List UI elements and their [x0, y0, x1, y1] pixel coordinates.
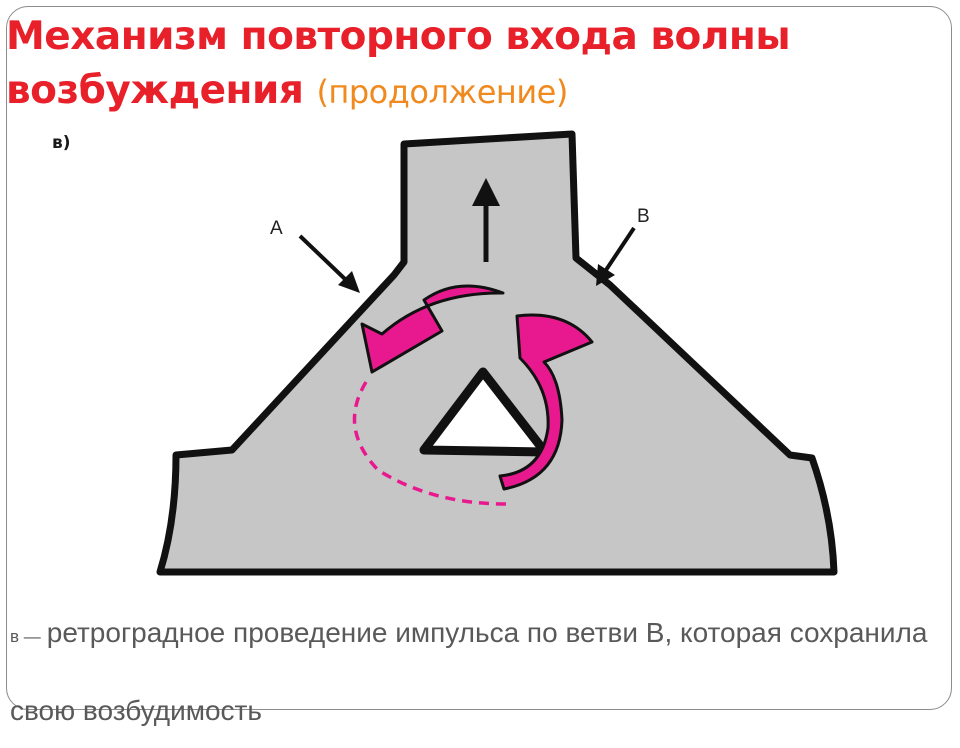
caption-text: ретроградное проведение импульса по ветв… — [10, 617, 928, 726]
branch-b-arrow — [596, 226, 636, 286]
title-main: Механизм повторного входа волны возбужде… — [6, 14, 791, 113]
slide-frame — [6, 6, 952, 710]
upward-conduction-arrow — [472, 178, 500, 262]
conduction-tissue — [156, 130, 838, 576]
reentry-diagram: в) А В — [52, 130, 838, 576]
title-continuation: (продолжение) — [316, 73, 568, 111]
retrograde-arrow-right — [498, 313, 594, 491]
central-block — [419, 367, 550, 457]
slide-caption: в —ретроградное проведение импульса по в… — [10, 596, 940, 748]
branch-b-label: В — [637, 206, 650, 227]
blocked-pathway-dashed — [352, 381, 507, 506]
slide-title: Механизм повторного входа волны возбужде… — [6, 10, 906, 119]
branch-a-arrow — [298, 234, 360, 293]
retrograde-arrow-top — [360, 284, 505, 374]
branch-a-label: А — [270, 218, 283, 239]
caption-marker: в — — [10, 627, 41, 646]
figure-label: в) — [52, 133, 71, 153]
